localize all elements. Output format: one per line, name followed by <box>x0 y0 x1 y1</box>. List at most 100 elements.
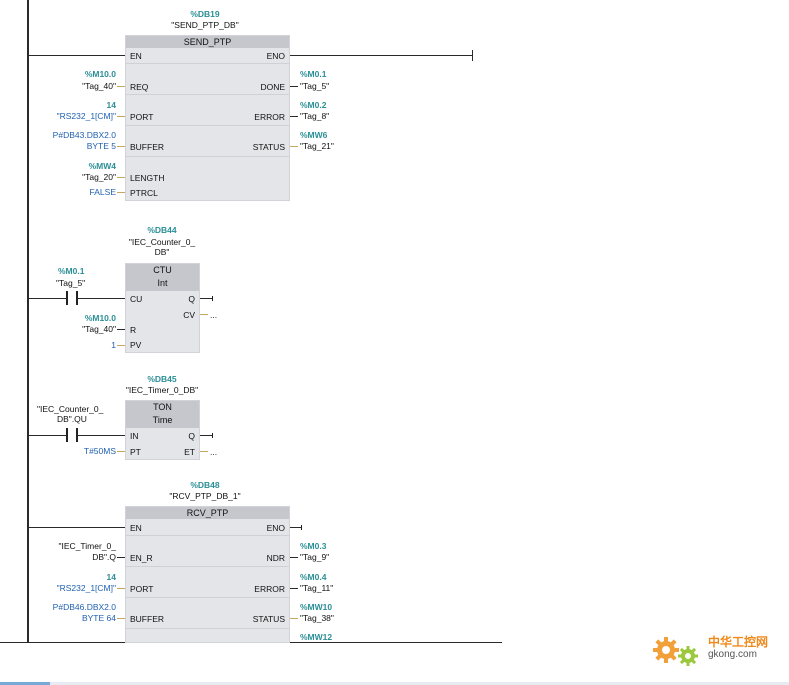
pin-et[interactable]: ET <box>184 447 195 457</box>
cu-address[interactable]: %M0.1 <box>58 266 85 276</box>
ton-header: TON Time <box>126 401 199 428</box>
ndr-address[interactable]: %M0.3 <box>300 541 327 551</box>
pin-rcv-error[interactable]: ERROR <box>254 584 285 594</box>
pin-cv[interactable]: CV <box>183 310 195 320</box>
pin-en-r[interactable]: EN_R <box>130 553 153 563</box>
pin-port[interactable]: PORT <box>130 112 154 122</box>
send-ptp-title: SEND_PTP <box>126 36 289 48</box>
pt-value[interactable]: T#50MS <box>83 446 116 456</box>
pin-rcv-en[interactable]: EN <box>130 523 142 533</box>
cu-wire-left <box>29 298 66 299</box>
ctu-block[interactable]: CTU Int CU R PV Q CV <box>125 263 200 353</box>
pin-rcv-port[interactable]: PORT <box>130 584 154 594</box>
pin-eno[interactable]: ENO <box>266 51 285 61</box>
ndr-tag[interactable]: "Tag_9" <box>300 552 330 562</box>
pin-pt[interactable]: PT <box>130 447 141 457</box>
ctu-db-name-1: "IEC_Counter_0_ <box>128 237 196 247</box>
rung-4-wire <box>29 527 126 528</box>
en-r-tag-1[interactable]: "IEC_Timer_0_ <box>58 541 117 551</box>
ton-title: TON <box>153 402 172 412</box>
pin-rcv-buffer[interactable]: BUFFER <box>130 614 164 624</box>
pin-in[interactable]: IN <box>130 431 139 441</box>
req-address[interactable]: %M10.0 <box>84 69 116 79</box>
rcv-status-address[interactable]: %MW10 <box>300 602 333 612</box>
pin-ton-q[interactable]: Q <box>188 431 195 441</box>
req-tag[interactable]: "Tag_40" <box>82 81 116 91</box>
power-rail <box>27 0 29 643</box>
port-tag[interactable]: "RS232_1[CM]" <box>56 111 116 121</box>
in-wire-right <box>78 435 125 436</box>
q-end <box>212 296 213 301</box>
status-address[interactable]: %MW6 <box>300 130 328 140</box>
rcv-error-tag[interactable]: "Tag_11" <box>300 583 334 593</box>
ctu-db-name-2: DB" <box>154 247 170 257</box>
en-r-tag-2[interactable]: DB".Q <box>92 552 116 562</box>
r-tag[interactable]: "Tag_40" <box>82 324 116 334</box>
rcv-buffer-length[interactable]: BYTE 64 <box>81 613 116 623</box>
in-tag-2[interactable]: DB".QU <box>57 414 87 424</box>
rcv-status-tag[interactable]: "Tag_38" <box>300 613 334 623</box>
rung-1-end <box>472 50 473 61</box>
watermark: 中华工控网 gkong.com <box>650 632 780 666</box>
in-wire-left <box>29 435 66 436</box>
rcv-ptp-block[interactable]: RCV_PTP EN EN_R PORT BUFFER ENO NDR ERRO… <box>125 506 290 643</box>
contact-in[interactable] <box>66 428 78 442</box>
ton-type: Time <box>152 415 173 425</box>
length-tag[interactable]: "Tag_20" <box>82 172 116 182</box>
pin-error[interactable]: ERROR <box>254 112 285 122</box>
pv-wire <box>117 345 125 346</box>
pin-length[interactable]: LENGTH <box>130 173 165 183</box>
ptrcl-wire <box>117 192 125 193</box>
done-address[interactable]: %M0.1 <box>300 69 327 79</box>
pv-value[interactable]: 1 <box>111 340 116 350</box>
ton-db-address: %DB45 <box>147 374 177 384</box>
rcv-port-wire <box>117 588 125 589</box>
send-db-name: "SEND_PTP_DB" <box>171 20 239 30</box>
cu-wire-right <box>78 298 125 299</box>
rcv-db-address: %DB48 <box>190 480 220 490</box>
row-divider <box>126 628 289 629</box>
rcv-buffer-pointer[interactable]: P#DB46.DBX2.0 <box>52 602 116 612</box>
in-tag-1[interactable]: "IEC_Counter_0_ <box>37 404 104 414</box>
buffer-wire <box>117 146 125 147</box>
cv-value[interactable]: ... <box>210 310 218 320</box>
pin-cu[interactable]: CU <box>130 294 143 304</box>
pin-ndr[interactable]: NDR <box>266 553 285 563</box>
pin-en[interactable]: EN <box>130 51 142 61</box>
rcv-port-tag[interactable]: "RS232_1[CM]" <box>56 583 116 593</box>
send-ptp-block[interactable]: SEND_PTP EN REQ PORT BUFFER LENGTH PTRCL… <box>125 35 290 201</box>
length-address[interactable]: %MW4 <box>88 161 116 171</box>
cu-tag[interactable]: "Tag_5" <box>56 278 86 288</box>
pin-rcv-status[interactable]: STATUS <box>252 614 285 624</box>
pin-pv[interactable]: PV <box>130 340 142 350</box>
buffer-pointer[interactable]: P#DB43.DBX2.0 <box>52 130 116 140</box>
pin-r[interactable]: R <box>130 325 137 335</box>
rcv-port-address[interactable]: 14 <box>106 572 116 582</box>
status-tag[interactable]: "Tag_21" <box>300 141 334 151</box>
rcv-eno-end <box>301 525 302 530</box>
r-address[interactable]: %M10.0 <box>84 313 116 323</box>
et-value[interactable]: ... <box>210 447 218 457</box>
ptrcl-value[interactable]: FALSE <box>89 187 116 197</box>
ton-block[interactable]: TON Time IN PT Q ET <box>125 400 200 460</box>
scrollbar-thumb[interactable] <box>0 682 50 685</box>
row-divider <box>126 94 289 95</box>
pin-status[interactable]: STATUS <box>252 142 285 152</box>
pin-buffer[interactable]: BUFFER <box>130 142 164 152</box>
contact-no[interactable] <box>66 291 78 305</box>
rcv-extra-address[interactable]: %MW12 <box>300 632 333 642</box>
pin-ptrcl[interactable]: PTRCL <box>130 188 158 198</box>
rcv-error-address[interactable]: %M0.4 <box>300 572 327 582</box>
pin-req[interactable]: REQ <box>130 82 149 92</box>
length-wire <box>117 177 125 178</box>
bottom-scrollbar[interactable] <box>0 682 789 685</box>
pin-rcv-eno[interactable]: ENO <box>266 523 285 533</box>
done-tag[interactable]: "Tag_5" <box>300 81 330 91</box>
buffer-length[interactable]: BYTE 5 <box>86 141 116 151</box>
pin-q[interactable]: Q <box>188 294 195 304</box>
error-address[interactable]: %M0.2 <box>300 100 327 110</box>
et-wire <box>200 451 208 452</box>
error-tag[interactable]: "Tag_8" <box>300 111 330 121</box>
port-address[interactable]: 14 <box>106 100 116 110</box>
pin-done[interactable]: DONE <box>260 82 285 92</box>
